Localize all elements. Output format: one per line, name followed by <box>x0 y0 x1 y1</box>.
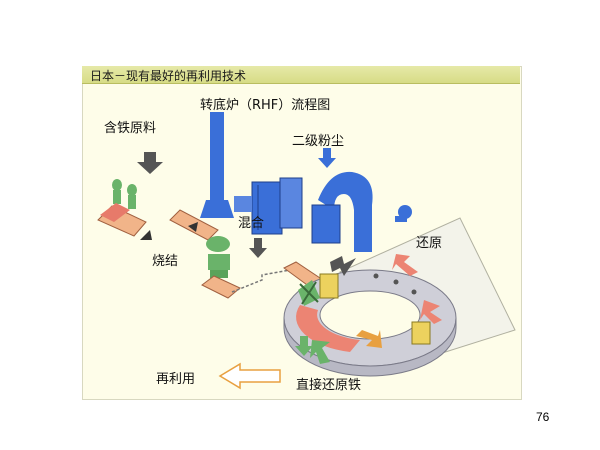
label-reduction: 还原 <box>416 236 443 251</box>
dri-output <box>310 340 330 364</box>
page-number: 76 <box>536 410 550 424</box>
ring-arrow-gray <box>330 256 356 276</box>
hopper-2 <box>127 184 137 196</box>
raw-material-arrow <box>137 152 163 174</box>
fan-icon <box>398 205 412 219</box>
door-1 <box>319 273 339 299</box>
dust-arrow <box>318 148 336 168</box>
label-secondary-dust: 二级粉尘 <box>292 134 345 149</box>
banner-title: 日本－现有最好的再利用技术 <box>90 69 247 83</box>
reuse-arrow <box>218 362 281 390</box>
ring-arrow-amber <box>356 330 382 348</box>
chimney <box>210 112 224 200</box>
chimney-base <box>200 200 234 218</box>
label-sintering: 烧结 <box>152 254 179 269</box>
mixing-arrow <box>249 238 267 258</box>
diagram-title: 转底炉（RHF）流程图 <box>200 98 331 113</box>
door-2 <box>411 321 431 345</box>
label-reuse: 再利用 <box>156 372 196 387</box>
label-raw-material: 含铁原料 <box>104 121 157 136</box>
conveyor-3 <box>201 275 241 299</box>
hearth-hot-zone <box>296 305 360 352</box>
duct-small <box>234 196 252 212</box>
exhaust-duct <box>318 171 373 252</box>
title-banner <box>82 66 520 84</box>
conveyor-1-top <box>100 203 130 222</box>
duct-box <box>311 204 341 244</box>
filter-box-2 <box>279 177 303 229</box>
ring-arrow-orange <box>420 300 442 324</box>
label-mixing: 混合 <box>238 216 265 231</box>
filter-box-1 <box>251 181 283 235</box>
dotted-path <box>231 269 291 293</box>
hopper-1 <box>112 179 122 191</box>
label-dri: 直接还原铁 <box>296 378 362 393</box>
fan-base <box>395 216 407 222</box>
mixer-top <box>206 236 230 252</box>
ring-arrow-red <box>392 254 418 276</box>
mixer-body <box>208 254 230 270</box>
dri-arrow <box>295 336 313 356</box>
